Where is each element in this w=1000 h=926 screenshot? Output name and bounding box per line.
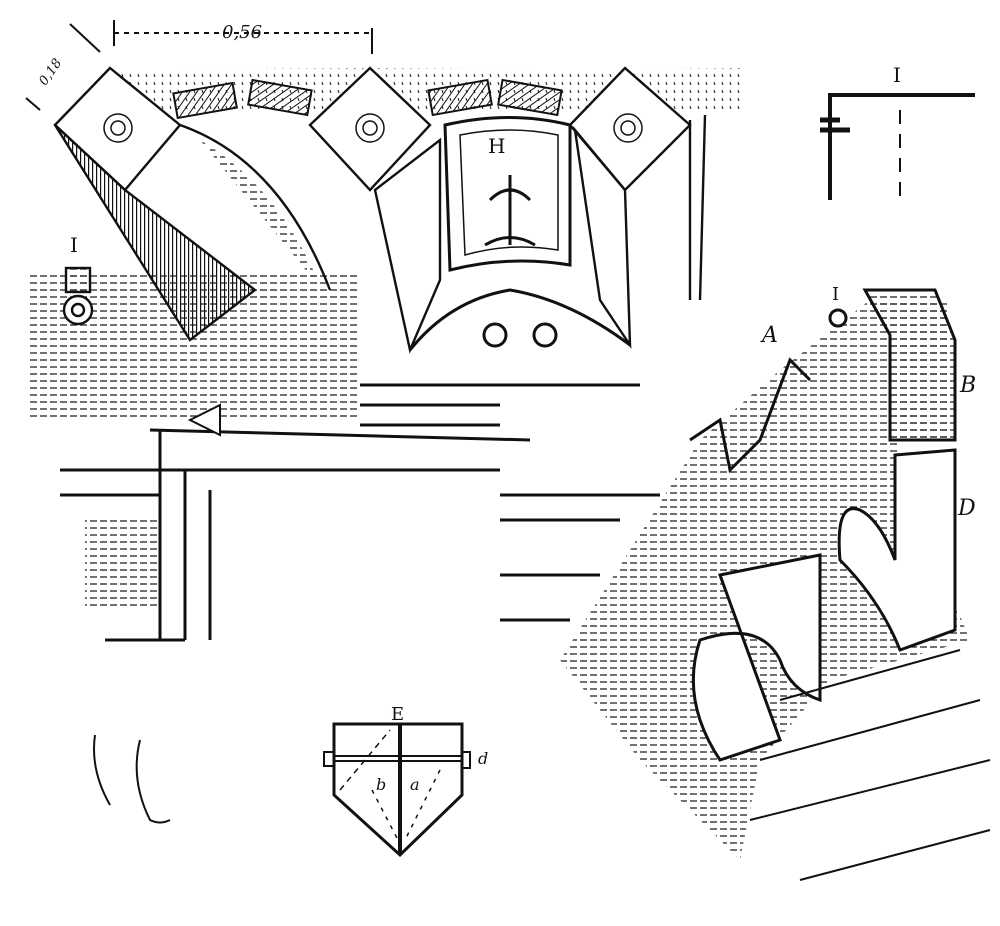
sketch-marks (93, 734, 171, 824)
label-B: B (959, 373, 976, 398)
panel-H-label: H (488, 134, 505, 158)
label-a: a (410, 775, 420, 794)
section-I-left (62, 266, 94, 326)
hatched-block (247, 78, 313, 117)
plan-E (323, 722, 471, 858)
label-b: b (376, 775, 386, 794)
depth-dimension-label: 0,18 (36, 56, 65, 88)
perspective-view (500, 288, 991, 881)
label-A: A (760, 323, 778, 348)
hatched-block (427, 78, 493, 117)
section-I-left-label: I (70, 233, 78, 257)
width-dimension-label: 0,56 (222, 22, 262, 43)
section-I-top (820, 93, 975, 200)
hatched-block (497, 78, 563, 117)
section-I-top-label: I (893, 63, 901, 87)
corbel-left (53, 66, 332, 342)
hatched-block (172, 81, 238, 120)
dimension-width (113, 20, 373, 54)
molding-hatching (85, 520, 160, 610)
corbel-middle (308, 66, 442, 354)
label-d: d (478, 749, 488, 768)
pointer-triangle (187, 403, 221, 437)
section-I-mid-label: I (832, 284, 839, 305)
label-D: D (957, 496, 976, 521)
plan-E-label: E (391, 704, 404, 725)
dimension-depth (25, 23, 101, 111)
panel-H (408, 116, 631, 351)
